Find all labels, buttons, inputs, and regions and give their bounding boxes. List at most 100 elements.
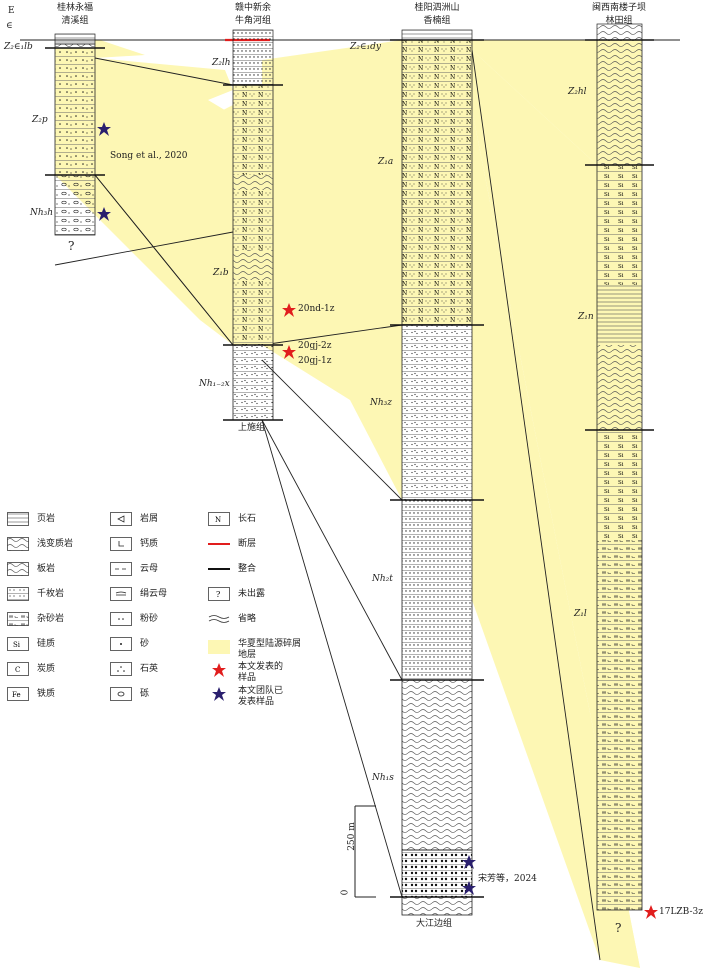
unit-c2-low: Nh₁₋₂x (199, 379, 230, 389)
red-star-s4 (644, 905, 658, 919)
unit-c1-mid: Z₂p (32, 115, 48, 125)
legend-swatch-feldspar: N (208, 512, 230, 526)
legend-swatch-lithic (110, 512, 132, 526)
legend-label: 板岩 (37, 564, 56, 574)
scale-bar (354, 805, 376, 898)
red-star-s2 (282, 345, 296, 359)
unit-c1-low: Nh₃h (30, 208, 54, 218)
legend-label: 千枚岩 (37, 589, 65, 599)
legend-label: 炭质 (37, 664, 56, 674)
sample-s3: 20gj-1z (298, 356, 332, 366)
legend-swatch-shale (7, 512, 29, 526)
unit-c3-t: Nh₂t (372, 574, 393, 584)
legend-swatch-greywacke (7, 612, 29, 626)
legend-swatch-sericite (110, 587, 132, 601)
legend-label: 页岩 (37, 514, 56, 524)
legend-label: 省略 (238, 614, 257, 624)
svg-text:Si: Si (13, 641, 21, 649)
legend-label: 钙质 (140, 539, 159, 549)
legend-blue-star-icon (212, 687, 226, 701)
unit-c4-n: Z₁n (578, 312, 594, 322)
scale-top-label: 250 m (346, 822, 357, 851)
blue-star-c1-b (97, 207, 111, 221)
col4-formation: 林田组 (605, 16, 633, 26)
ref-song-2024: 宋芳等，2024 (478, 874, 537, 884)
highlight-band (95, 40, 233, 175)
svg-text:N: N (215, 516, 221, 524)
base-c2: 上施组 (238, 423, 266, 433)
base-c4: ? (615, 921, 622, 935)
sample-s1: 20nd-1z (298, 304, 335, 314)
legend-red-star-icon (212, 663, 226, 677)
legend-label: 绢云母 (140, 589, 168, 599)
legend-label: 华夏型陆源碎屑地层 (238, 639, 302, 660)
highlight-band-4 (472, 40, 597, 165)
base-c1: ? (68, 239, 75, 253)
legend-swatch-phyllite (7, 587, 29, 601)
legend-swatch-slate (7, 562, 29, 576)
unit-c1-top: Z₂∈₁lb (4, 42, 33, 52)
red-star-s1 (282, 303, 296, 317)
col4-region: 闽西南楼子坝 (591, 3, 647, 13)
sample-s4: 17LZB-3z (659, 907, 703, 917)
unit-c2-top: Z₂lh (212, 58, 231, 68)
sample-s2: 20gj-2z (298, 341, 332, 351)
legend-swatch-conformity (208, 568, 230, 570)
legend-label: 云母 (140, 564, 159, 574)
legend-swatch-silt (110, 612, 132, 626)
legend-label: 本文发表的样品 (238, 662, 284, 683)
unit-c2-mid: Z₁b (213, 268, 229, 278)
legend-label: 长石 (238, 514, 257, 524)
col3-region: 桂阳泗洲山 (414, 3, 460, 13)
col1-region: 桂林永福 (56, 3, 94, 13)
legend-swatch-siliceous: Si (7, 637, 29, 651)
legend-swatch-sand (110, 637, 132, 651)
unit-c3-z: Nh₃z (370, 398, 393, 408)
blue-star-c3-a (462, 855, 476, 869)
legend-label: 本文团队已发表样品 (238, 686, 284, 707)
legend-swatch-mica (110, 562, 132, 576)
cambrian-label: ∈ (6, 21, 13, 31)
legend-swatch-cathaysian (208, 640, 230, 654)
col1-formation: 清溪组 (61, 16, 89, 26)
legend-label: 断层 (238, 539, 257, 549)
column-4 (585, 23, 654, 911)
legend-swatch-fault (208, 543, 230, 545)
legend-label: 整合 (238, 564, 257, 574)
unit-c3-a: Z₁a (378, 157, 394, 167)
svg-text:C: C (15, 666, 20, 674)
column-1 (45, 33, 105, 236)
highlight-band-7 (262, 325, 402, 500)
legend-swatch-unexposed: ? (208, 587, 230, 601)
col3-formation: 香楠组 (423, 16, 451, 26)
unit-c3-top: Z₂∈₁dy (350, 42, 381, 52)
unit-c3-s: Nh₁s (372, 773, 394, 783)
legend-label: 粉砂 (140, 614, 159, 624)
legend-swatch-ferruginous: Fe (7, 687, 29, 701)
blue-star-c1-a (97, 122, 111, 136)
legend-swatch-metamorphic (7, 537, 29, 551)
blue-star-c3-b (462, 881, 476, 895)
highlight-band-2 (55, 105, 233, 345)
legend-label: 砾 (140, 689, 150, 699)
highlight-band-5 (472, 50, 640, 968)
legend-swatch-calcareous (110, 537, 132, 551)
unit-c4-l: Z₁l (574, 609, 587, 619)
legend-label: 石英 (140, 664, 159, 674)
legend-swatch-quartz (110, 662, 132, 676)
east-label: E (8, 6, 15, 16)
legend-label: 杂砂岩 (37, 614, 65, 624)
correlation-lines (54, 39, 601, 961)
legend-label: 浅变质岩 (37, 539, 74, 549)
col2-region: 赣中新余 (234, 3, 272, 13)
column-3 (390, 29, 484, 916)
legend-label: 未出露 (238, 589, 266, 599)
legend-label: 铁质 (37, 689, 56, 699)
highlight-band-3 (262, 40, 402, 345)
scale-bottom-label: 0 (340, 889, 351, 896)
base-c3: 大江边组 (416, 919, 453, 929)
svg-text:Fe: Fe (12, 691, 21, 699)
column-2 (223, 29, 283, 421)
svg-text:?: ? (216, 590, 220, 599)
